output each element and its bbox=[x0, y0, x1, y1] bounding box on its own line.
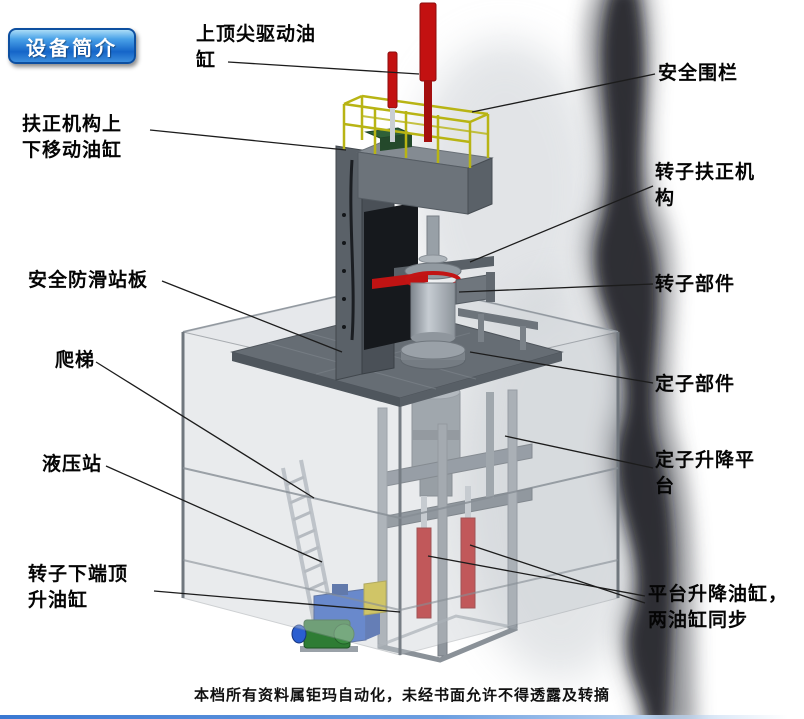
label-hydraulic-station: 液压站 bbox=[42, 454, 103, 475]
label-top-drive-cylinder: 上顶尖驱动油 缸 bbox=[196, 24, 317, 71]
title-badge: 设备简介 bbox=[8, 28, 136, 64]
label-platform-lift-cylinders: 平台升降油缸， 两油缸同步 bbox=[648, 584, 789, 631]
hydraulic-station-3d bbox=[291, 580, 387, 652]
leader-anti-slip-platform bbox=[161, 280, 343, 353]
label-rotor-parts: 转子部件 bbox=[655, 274, 736, 295]
leader-top-drive-cylinder bbox=[227, 61, 420, 75]
title-badge-label: 设备简介 bbox=[26, 37, 118, 60]
rotor-body bbox=[410, 282, 456, 339]
label-rotor-centering-mechanism: 转子扶正机 构 bbox=[655, 162, 756, 209]
rotor-assembly bbox=[372, 215, 495, 370]
label-stator-parts: 定子部件 bbox=[655, 374, 736, 395]
leader-stator-lift-platform bbox=[504, 435, 654, 469]
leader-rotor-centering-mechanism bbox=[469, 185, 654, 263]
leader-safety-fence bbox=[471, 73, 656, 113]
rotor-flange bbox=[400, 340, 466, 360]
work-platform bbox=[230, 308, 564, 407]
label-stator-lift-platform: 定子升降平 台 bbox=[655, 450, 756, 497]
leader-hydraulic-station bbox=[105, 465, 323, 563]
leader-rotor-parts bbox=[458, 283, 654, 293]
lift-cylinder-left bbox=[416, 527, 432, 619]
top-drive-cylinder-red bbox=[387, 2, 437, 142]
leader-rotor-bottom-jack bbox=[153, 590, 401, 613]
ladder-rail bbox=[281, 467, 320, 643]
label-centering-lift-cylinder: 扶正机构上 下移动油缸 bbox=[22, 114, 123, 161]
press-column bbox=[335, 127, 494, 381]
leader-platform-lift-right bbox=[469, 544, 646, 604]
safety-railing bbox=[342, 94, 490, 168]
leader-lines bbox=[95, 61, 656, 613]
label-ladder: 爬梯 bbox=[55, 350, 96, 371]
secondary-drive-rod bbox=[387, 51, 398, 109]
leader-ladder bbox=[95, 361, 315, 499]
label-rotor-bottom-jack-cylinder: 转子下端顶 升油缸 bbox=[28, 564, 129, 611]
main-drive-cylinder bbox=[419, 2, 437, 82]
leader-platform-lift-left bbox=[427, 555, 646, 597]
footer-text: 本档所有资料属钜玛自动化，未经书面允许不得透露及转摘 bbox=[193, 687, 610, 704]
leader-centering-lift-cylinder bbox=[149, 129, 347, 151]
leader-stator-parts bbox=[469, 351, 654, 384]
bottom-divider bbox=[0, 715, 804, 719]
press-throat bbox=[364, 202, 418, 350]
label-safety-fence: 安全围栏 bbox=[658, 63, 739, 84]
label-anti-slip-platform: 安全防滑站板 bbox=[28, 270, 149, 291]
platform-rail bbox=[458, 308, 538, 330]
